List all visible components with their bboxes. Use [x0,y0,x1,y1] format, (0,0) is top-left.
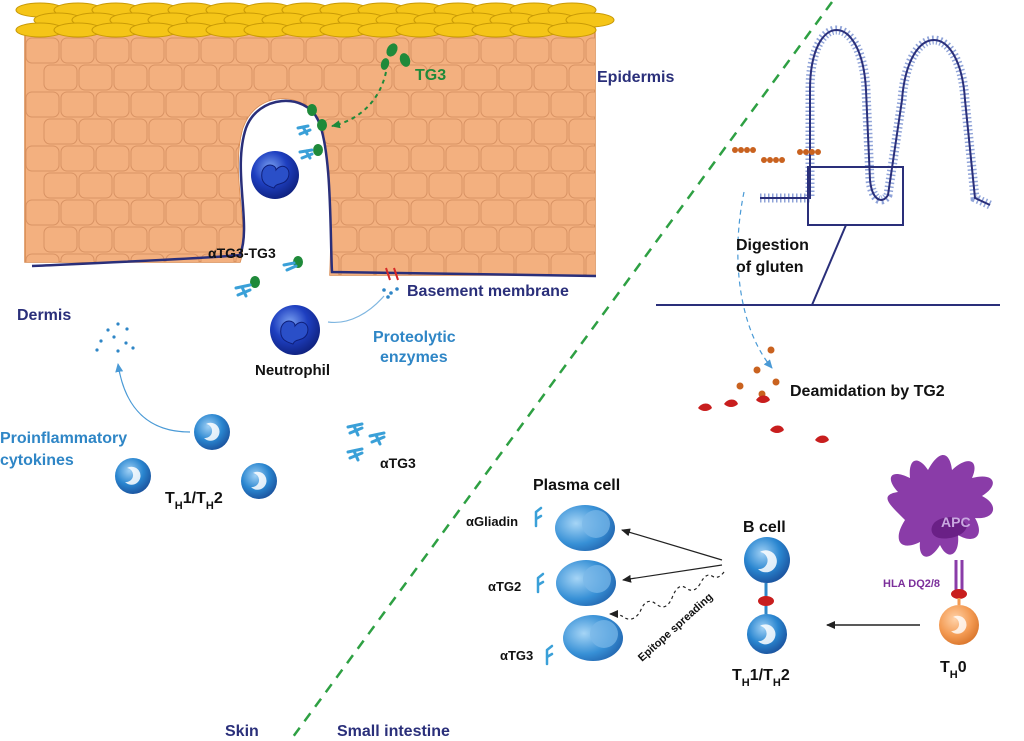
atg3-tg3-label: αTG3-TG3 [208,245,276,261]
stratum-corneum [15,2,615,38]
skin-label: Skin [225,723,259,740]
th-cell-right [747,614,787,654]
enzyme-release-line [327,295,385,324]
cytokine-arrow [115,363,191,433]
proinflammatory-label-2: cytokines [0,452,74,469]
neutrophil-label: Neutrophil [255,362,330,379]
gluten-peptides [732,147,821,163]
th-left-label: TH1/TH2 [165,490,223,512]
digestion-label-1: Digestion [736,237,809,254]
atg3-label: αTG3 [500,648,533,663]
proinflammatory-label-1: Proinflammatory [0,430,127,447]
atg3-tg3-complex [234,256,303,298]
atg2-label: αTG2 [488,579,521,594]
basement-membrane-label: Basement membrane [407,283,569,300]
skin-intestine-divider [288,1,834,741]
bcell-to-plasma-arrow-2 [622,564,723,583]
intestinal-villi [760,25,992,210]
agliadin-label: αGliadin [466,514,518,529]
zoom-connector [811,224,847,306]
th-cells-left [115,414,277,499]
villus-zoom-box [807,166,904,226]
b-cell [744,537,790,614]
tg3-migration-arrow [331,71,387,129]
digestion-arrow [737,191,773,369]
free-atg3-antibodies [346,422,386,462]
digestion-label-2: of gluten [736,259,804,276]
plasma-antibodies [534,506,554,666]
proteolytic-enzymes-label-1: Proteolytic [373,329,456,346]
epidermis-label: Epidermis [597,69,674,86]
cytokine-dots [95,322,135,353]
dermis-label: Dermis [17,307,71,324]
epitope-spreading-arrow [609,571,725,620]
atg3-free-label: αTG3 [380,455,416,471]
b-cell-label: B cell [743,519,786,536]
deamidated-peptides [698,346,829,443]
membrane-break [382,267,399,299]
neutrophil-in-blister [251,151,299,199]
th0-cell [939,598,979,645]
bound-antibody-complexes [296,104,327,160]
apc-cell [887,454,994,599]
apc-label: APC [941,514,971,530]
th-right-label: TH1/TH2 [732,667,790,689]
neutrophil-cell [270,305,320,355]
proteolytic-enzymes-label-2: enzymes [380,349,448,366]
th0-label: TH0 [940,659,967,681]
plasma-cells [555,505,623,661]
hla-label: HLA DQ2/8 [883,578,940,590]
basement-membrane-line [31,99,597,278]
plasma-cell-label: Plasma cell [533,477,620,494]
bcell-to-plasma-arrow-1 [621,528,723,561]
tg3-protein-group [380,43,411,70]
small-intestine-label: Small intestine [337,723,450,740]
deamidation-label: Deamidation by TG2 [790,383,945,400]
tg3-label: TG3 [415,67,446,84]
